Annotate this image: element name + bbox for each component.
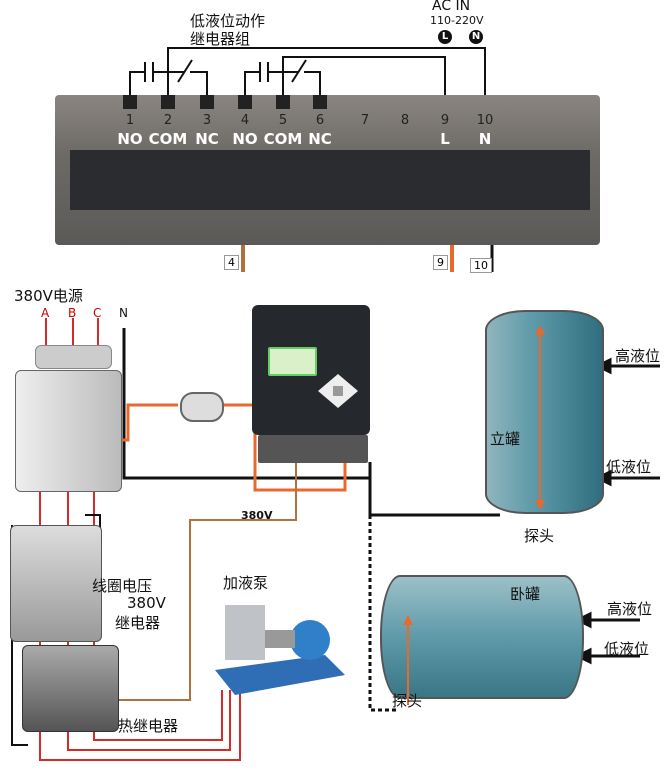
terminal-screw	[276, 95, 290, 109]
controller-terminals	[258, 435, 368, 463]
pump-label: 加液泵	[223, 574, 269, 592]
relay-contact-symbols	[129, 47, 486, 95]
wire-tag: 4	[224, 255, 239, 270]
horizontal-tank-label: 卧罐	[510, 585, 541, 603]
terminal-number: 3	[202, 113, 212, 128]
circuit-breaker[interactable]	[15, 370, 122, 492]
phase-B: B	[68, 306, 77, 320]
terminal-label: NC	[195, 130, 219, 148]
terminal-label: NO	[232, 130, 258, 148]
terminal-screw	[161, 95, 175, 109]
power-title: 380V电源	[14, 287, 83, 305]
phase-N: N	[119, 306, 128, 320]
terminal-number: 7	[360, 113, 370, 128]
terminal-number: 4	[240, 113, 250, 128]
relay-title-1: 低液位动作	[190, 12, 266, 30]
N-badge: N	[469, 30, 483, 44]
horizontal-high-level: 高液位	[607, 600, 653, 618]
terminal-screw	[200, 95, 214, 109]
relay-title-2: 继电器组	[190, 30, 251, 48]
terminal-label: N	[478, 130, 492, 148]
phase-C: C	[93, 306, 102, 320]
vertical-tank	[485, 310, 604, 514]
horizontal-tank	[380, 575, 584, 699]
wire-tag: 10	[470, 258, 492, 273]
pump	[215, 595, 345, 695]
contactor-label-2: 380V	[127, 594, 166, 612]
vertical-tank-label: 立罐	[490, 430, 521, 448]
terminal-number: 6	[315, 113, 325, 128]
vertical-low-level: 低液位	[606, 458, 652, 476]
terminal-rail	[70, 150, 590, 210]
terminal-label: COM	[148, 130, 188, 148]
fuse-buttons	[35, 345, 112, 369]
vertical-high-level: 高液位	[615, 347, 661, 365]
terminal-label: NC	[308, 130, 332, 148]
lcd-display	[268, 347, 317, 376]
terminal-number: 5	[278, 113, 288, 128]
horizontal-probe	[403, 615, 413, 705]
vertical-probe-label: 探头	[524, 527, 555, 545]
voltage-label: 110-220V	[430, 14, 484, 27]
terminal-screw	[313, 95, 327, 109]
contactor-label-3: 继电器	[115, 614, 161, 632]
contactor-label-1: 线圈电压	[92, 577, 153, 595]
terminal-label: L	[440, 130, 450, 148]
terminal-screw	[238, 95, 252, 109]
thermal-relay	[22, 645, 119, 732]
L-badge: L	[438, 30, 452, 44]
terminal-number: 10	[476, 113, 494, 128]
terminal-number: 9	[440, 113, 450, 128]
keypad[interactable]	[318, 374, 358, 408]
terminal-number: 1	[125, 113, 135, 128]
wire-tag: 9	[433, 255, 448, 270]
contactor	[10, 525, 102, 642]
thermal-relay-label: 热继电器	[118, 717, 179, 735]
terminal-number: 8	[400, 113, 410, 128]
vertical-probe	[535, 325, 545, 510]
wire-voltage: 380V	[241, 509, 273, 522]
phase-A: A	[41, 306, 50, 320]
horizontal-probe-label: 探头	[392, 692, 423, 710]
horizontal-low-level: 低液位	[604, 640, 650, 658]
sensor	[180, 392, 224, 422]
terminal-label: COM	[263, 130, 303, 148]
terminal-label: NO	[117, 130, 143, 148]
terminal-screw	[123, 95, 137, 109]
terminal-number: 2	[163, 113, 173, 128]
ac-in-label: AC IN	[432, 0, 471, 14]
